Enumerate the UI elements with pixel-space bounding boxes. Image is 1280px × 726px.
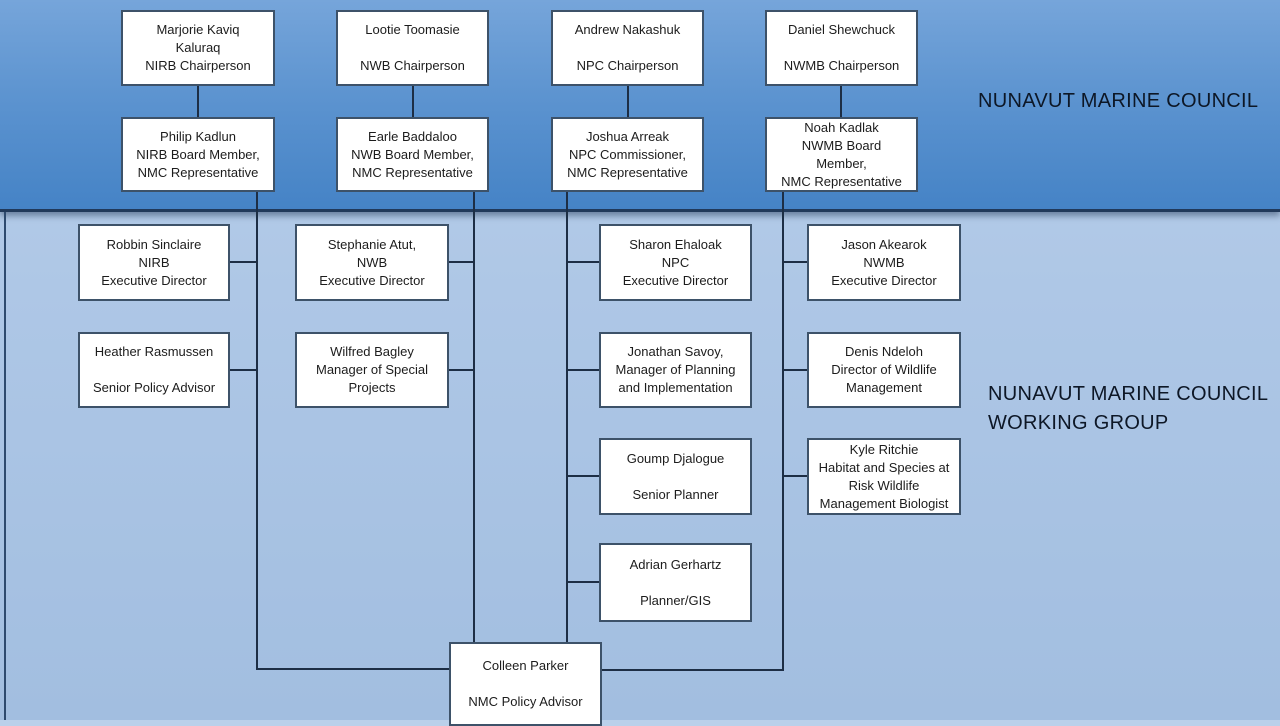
- box-nirb-representative: Philip Kadlun NIRB Board Member, NMC Rep…: [121, 117, 275, 192]
- connector-stub-nwmb-biologist: [783, 475, 808, 477]
- box-nirb-senior-policy-advisor: Heather Rasmussen Senior Policy Advisor: [78, 332, 230, 408]
- box-nirb-executive-director: Robbin Sinclaire NIRB Executive Director: [78, 224, 230, 301]
- connector-stub-nwmb-exec: [783, 261, 808, 263]
- connector-nwmb-trunk: [782, 192, 784, 671]
- box-npc-chairperson: Andrew Nakashuk NPC Chairperson: [551, 10, 704, 86]
- connector-stub-npc-exec: [567, 261, 600, 263]
- connector-stub-nwmb-wildlife-director: [783, 369, 808, 371]
- box-nmc-policy-advisor: Colleen Parker NMC Policy Advisor: [449, 642, 602, 726]
- box-nwmb-chairperson: Daniel Shewchuck NWMB Chairperson: [765, 10, 918, 86]
- box-npc-manager-planning: Jonathan Savoy, Manager of Planning and …: [599, 332, 752, 408]
- box-nwb-chairperson: Lootie Toomasie NWB Chairperson: [336, 10, 489, 86]
- connector-stub-npc-planner-gis: [567, 581, 600, 583]
- box-nwmb-wildlife-director: Denis Ndeloh Director of Wildlife Manage…: [807, 332, 961, 408]
- connector-stub-nirb-policy: [230, 369, 257, 371]
- connector-nwmb-elbow: [600, 669, 784, 671]
- working-group-title: NUNAVUT MARINE COUNCIL WORKING GROUP: [988, 383, 1269, 434]
- connector-nwb-trunk: [473, 192, 475, 642]
- box-nwmb-representative: Noah Kadlak NWMB Board Member, NMC Repre…: [765, 117, 918, 192]
- connector-nirb-chair-stub: [197, 86, 199, 117]
- working-group-panel-left-border: [4, 212, 6, 720]
- connector-npc-chair-stub: [627, 86, 629, 117]
- box-nwb-manager-special-projects: Wilfred Bagley Manager of Special Projec…: [295, 332, 449, 408]
- connector-stub-npc-senior-planner: [567, 475, 600, 477]
- box-nwmb-wildlife-biologist: Kyle Ritchie Habitat and Species at Risk…: [807, 438, 961, 515]
- connector-nwmb-chair-stub: [840, 86, 842, 117]
- connector-stub-nwb-exec: [449, 261, 474, 263]
- connector-stub-nwb-projects: [449, 369, 474, 371]
- connector-nwb-chair-stub: [412, 86, 414, 117]
- box-npc-executive-director: Sharon Ehaloak NPC Executive Director: [599, 224, 752, 301]
- connector-nirb-trunk: [256, 192, 258, 670]
- box-npc-senior-planner: Goump Djalogue Senior Planner: [599, 438, 752, 515]
- connector-stub-npc-planning: [567, 369, 600, 371]
- box-nirb-chairperson: Marjorie Kaviq Kaluraq NIRB Chairperson: [121, 10, 275, 86]
- box-npc-commissioner: Joshua Arreak NPC Commissioner, NMC Repr…: [551, 117, 704, 192]
- box-nwb-executive-director: Stephanie Atut, NWB Executive Director: [295, 224, 449, 301]
- council-title: NUNAVUT MARINE COUNCIL: [978, 90, 1259, 112]
- box-npc-planner-gis: Adrian Gerhartz Planner/GIS: [599, 543, 752, 622]
- connector-nirb-elbow: [256, 668, 451, 670]
- box-nwb-representative: Earle Baddaloo NWB Board Member, NMC Rep…: [336, 117, 489, 192]
- box-nwmb-executive-director: Jason Akearok NWMB Executive Director: [807, 224, 961, 301]
- connector-npc-trunk: [566, 192, 568, 642]
- connector-stub-nirb-exec: [230, 261, 257, 263]
